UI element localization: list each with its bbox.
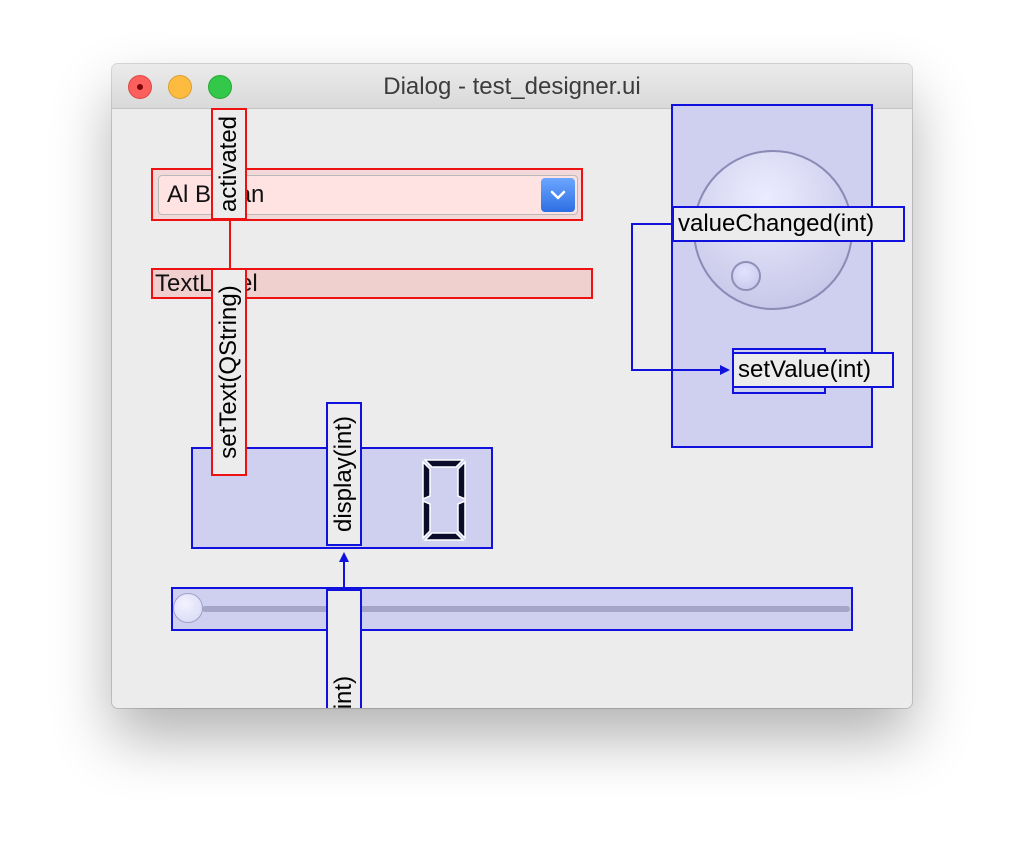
minimize-icon[interactable] bbox=[168, 75, 192, 99]
dial-to-spinbox-connection bbox=[631, 223, 730, 375]
slider-handle[interactable] bbox=[173, 593, 203, 623]
zoom-icon[interactable] bbox=[208, 75, 232, 99]
display-slot-label[interactable]: display(int) bbox=[326, 402, 362, 546]
lcd-digit bbox=[422, 459, 466, 541]
close-icon[interactable] bbox=[128, 75, 152, 99]
dial-valuechanged-signal-text: valueChanged(int) bbox=[678, 210, 875, 237]
title-bar[interactable]: Dialog - test_designer.ui bbox=[112, 64, 912, 109]
dial-notch bbox=[731, 261, 761, 291]
designer-form-canvas[interactable]: Al Bahan TextLabel bbox=[112, 104, 912, 708]
settext-slot-label[interactable]: setText(QString) bbox=[211, 268, 247, 476]
slider-valuechanged-signal-text: valueChanged(int) bbox=[328, 676, 360, 708]
display-slot-text: display(int) bbox=[330, 415, 357, 533]
dial-valuechanged-signal-label[interactable]: valueChanged(int) bbox=[672, 206, 905, 242]
setvalue-slot-label[interactable]: setValue(int) bbox=[732, 352, 894, 388]
dialog-window: Dialog - test_designer.ui Al Bahan TextL… bbox=[112, 64, 912, 708]
window-title: Dialog - test_designer.ui bbox=[383, 73, 641, 100]
slider-valuechanged-signal-label[interactable]: valueChanged(int) bbox=[326, 589, 362, 708]
slider-groove bbox=[202, 606, 850, 612]
settext-slot-text: setText(QString) bbox=[215, 285, 242, 459]
setvalue-slot-text: setValue(int) bbox=[738, 356, 871, 383]
activated-signal-text: activated bbox=[215, 115, 242, 213]
chevron-down-icon[interactable] bbox=[541, 178, 575, 212]
activated-signal-label[interactable]: activated bbox=[211, 108, 247, 220]
